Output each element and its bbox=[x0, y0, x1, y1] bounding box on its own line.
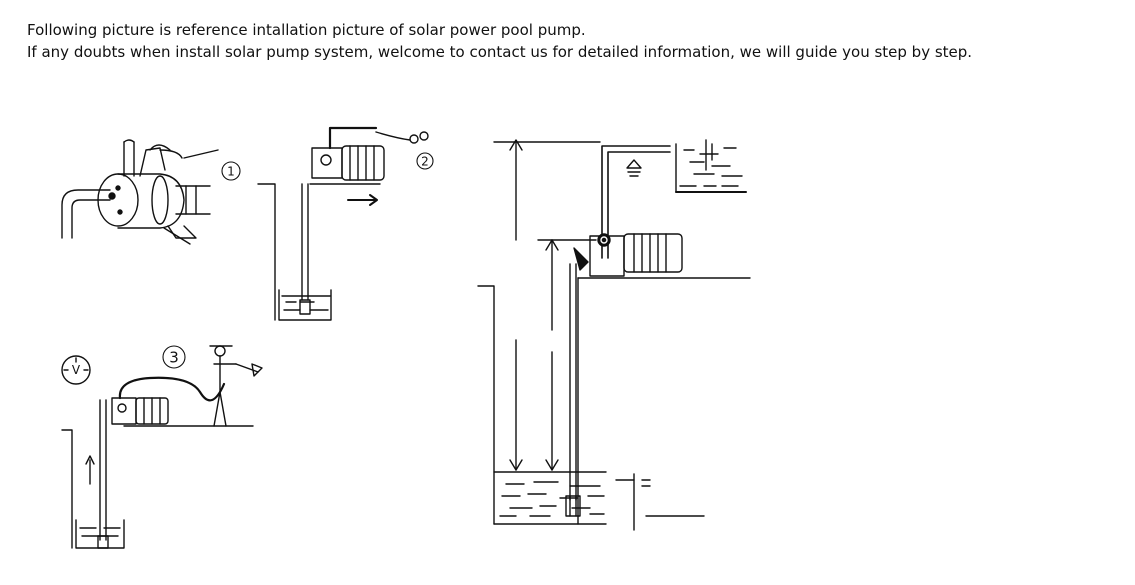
step-1-label: 1 bbox=[227, 165, 235, 179]
gauge-icon: V bbox=[61, 355, 91, 385]
intro-text: Following picture is reference intallati… bbox=[27, 19, 972, 63]
figure-1-pump-closeup bbox=[61, 139, 219, 245]
intro-line-2: If any doubts when install solar pump sy… bbox=[27, 43, 973, 61]
figure-3-operator-with-hose bbox=[61, 345, 263, 549]
step-3-marker: 3 bbox=[162, 345, 186, 369]
gauge-label: V bbox=[72, 363, 81, 377]
step-2-label: 2 bbox=[421, 155, 429, 169]
step-3-label: 3 bbox=[169, 349, 179, 367]
figure-4-full-installation bbox=[477, 139, 751, 531]
figure-2-pump-over-tank bbox=[257, 126, 429, 321]
intro-line-1: Following picture is reference intallati… bbox=[27, 21, 586, 39]
step-2-marker: 2 bbox=[416, 152, 434, 170]
step-1-marker: 1 bbox=[221, 161, 241, 181]
